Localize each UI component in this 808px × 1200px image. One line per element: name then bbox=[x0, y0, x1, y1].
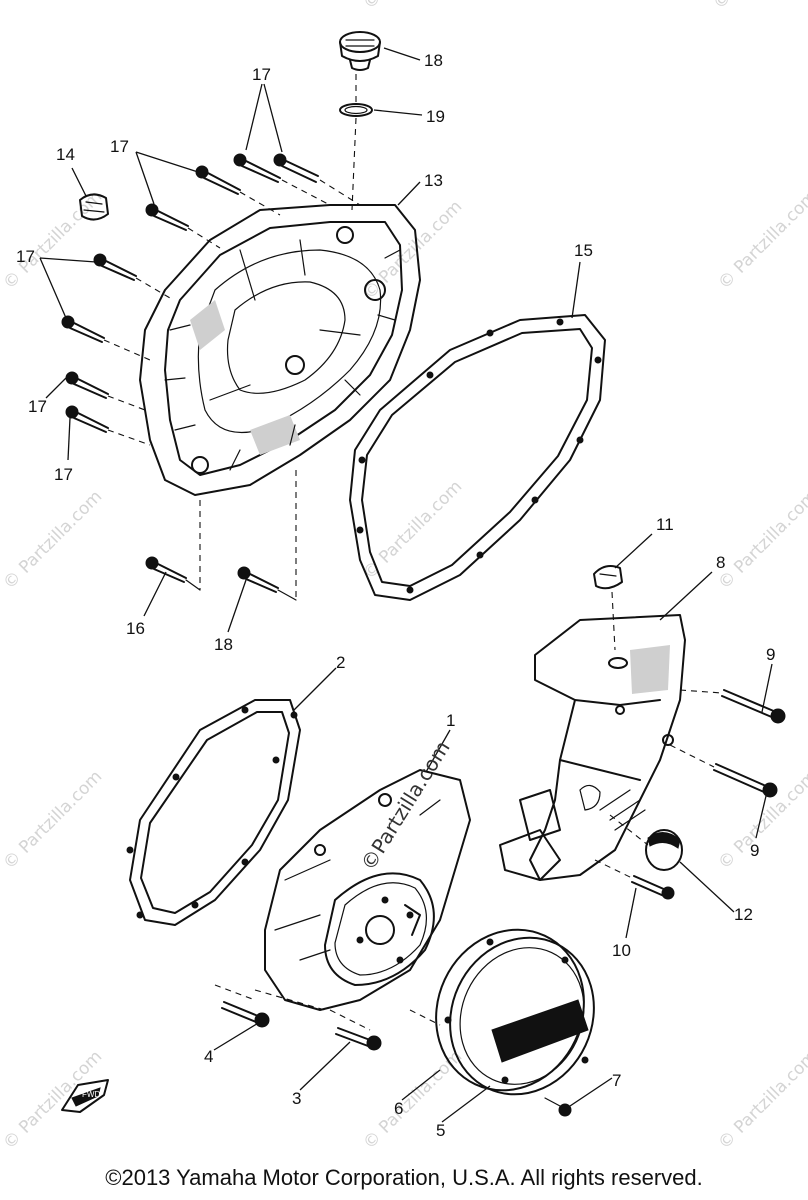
watermark: © Partzilla.com bbox=[714, 1047, 808, 1154]
bracket-bolt bbox=[713, 763, 778, 798]
side-cover-bolt bbox=[335, 1027, 382, 1051]
cover-bolt bbox=[195, 165, 241, 195]
watermark: © Partzilla.com bbox=[0, 767, 106, 874]
callout-label: 18 bbox=[424, 51, 443, 70]
filler-cap-part bbox=[339, 31, 381, 71]
round-cover-part bbox=[444, 936, 595, 1096]
callout-label: 18 bbox=[214, 635, 233, 654]
callout-label: 8 bbox=[716, 553, 725, 572]
callout-label: 17 bbox=[252, 65, 271, 84]
callout-label: 2 bbox=[336, 653, 345, 672]
callout-label: 5 bbox=[436, 1121, 445, 1140]
forward-arrow-icon: FWD bbox=[61, 1079, 109, 1113]
callout-label: 16 bbox=[126, 619, 145, 638]
callout-label: 17 bbox=[28, 397, 47, 416]
callout-label: 14 bbox=[56, 145, 75, 164]
large-gasket-part bbox=[349, 314, 606, 601]
side-cover-bolt bbox=[221, 1001, 270, 1028]
callout-label: 17 bbox=[54, 465, 73, 484]
watermark: © Partzilla.com bbox=[0, 1047, 106, 1154]
callout-label: 19 bbox=[426, 107, 445, 126]
cover-bolt-group bbox=[61, 153, 319, 433]
cover-bolt bbox=[93, 253, 137, 281]
cover-bolt bbox=[145, 203, 189, 231]
cover-bolt bbox=[65, 405, 109, 433]
cover-bolt bbox=[65, 371, 109, 399]
small-gasket-part bbox=[126, 699, 301, 926]
callout-label: 15 bbox=[574, 241, 593, 260]
callout-label: 4 bbox=[204, 1047, 213, 1066]
watermark: © Partzilla.com bbox=[709, 0, 808, 14]
watermark: © Partzilla.com bbox=[359, 197, 466, 304]
front-label: FWD bbox=[82, 1090, 100, 1099]
cover-bolt bbox=[61, 315, 105, 343]
lower-bolt bbox=[237, 566, 279, 593]
watermark-layer: © Partzilla.com © Partzilla.com © Partzi… bbox=[0, 0, 808, 1154]
callout-labels: 18 19 17 14 17 13 17 15 17 17 11 8 16 18… bbox=[16, 51, 775, 1140]
callout-label: 9 bbox=[766, 645, 775, 664]
callout-label: 10 bbox=[612, 941, 631, 960]
callout-label: 6 bbox=[394, 1099, 403, 1118]
lower-bolt bbox=[145, 556, 187, 583]
center-watermark: ©Partzilla.com bbox=[356, 736, 455, 874]
cover-bolt bbox=[273, 153, 319, 183]
crankcase-cover-part bbox=[139, 204, 421, 496]
watermark: © Partzilla.com bbox=[714, 487, 808, 594]
bracket-cover-part bbox=[499, 614, 686, 881]
watermark: © Partzilla.com bbox=[0, 487, 106, 594]
bracket-plug-part bbox=[593, 565, 623, 590]
bracket-lower-bolt bbox=[631, 875, 675, 900]
callout-label: 17 bbox=[16, 247, 35, 266]
watermark: © Partzilla.com bbox=[359, 0, 466, 14]
copyright-notice: ©2013 Yamaha Motor Corporation, U.S.A. A… bbox=[105, 1165, 703, 1190]
o-ring-part bbox=[339, 103, 373, 117]
leader-lines bbox=[39, 47, 773, 1123]
callout-label: 12 bbox=[734, 905, 753, 924]
round-cover-gasket-part bbox=[435, 928, 585, 1092]
cover-plug-part bbox=[79, 193, 109, 221]
callout-label: 1 bbox=[446, 711, 455, 730]
watermark: © Partzilla.com bbox=[714, 767, 808, 874]
callout-label: 11 bbox=[656, 515, 674, 534]
callout-label: 7 bbox=[612, 1071, 621, 1090]
watermark: © Partzilla.com bbox=[714, 187, 808, 294]
bracket-bolt bbox=[721, 689, 786, 724]
callout-label: 13 bbox=[424, 171, 443, 190]
callout-label: 3 bbox=[292, 1089, 301, 1108]
bracket-cap-part bbox=[645, 829, 683, 871]
side-cover-part bbox=[264, 769, 471, 1011]
callout-label: 17 bbox=[110, 137, 129, 156]
callout-label: 9 bbox=[750, 841, 759, 860]
round-cover-screw bbox=[544, 1097, 572, 1117]
cover-bolt bbox=[233, 153, 281, 183]
